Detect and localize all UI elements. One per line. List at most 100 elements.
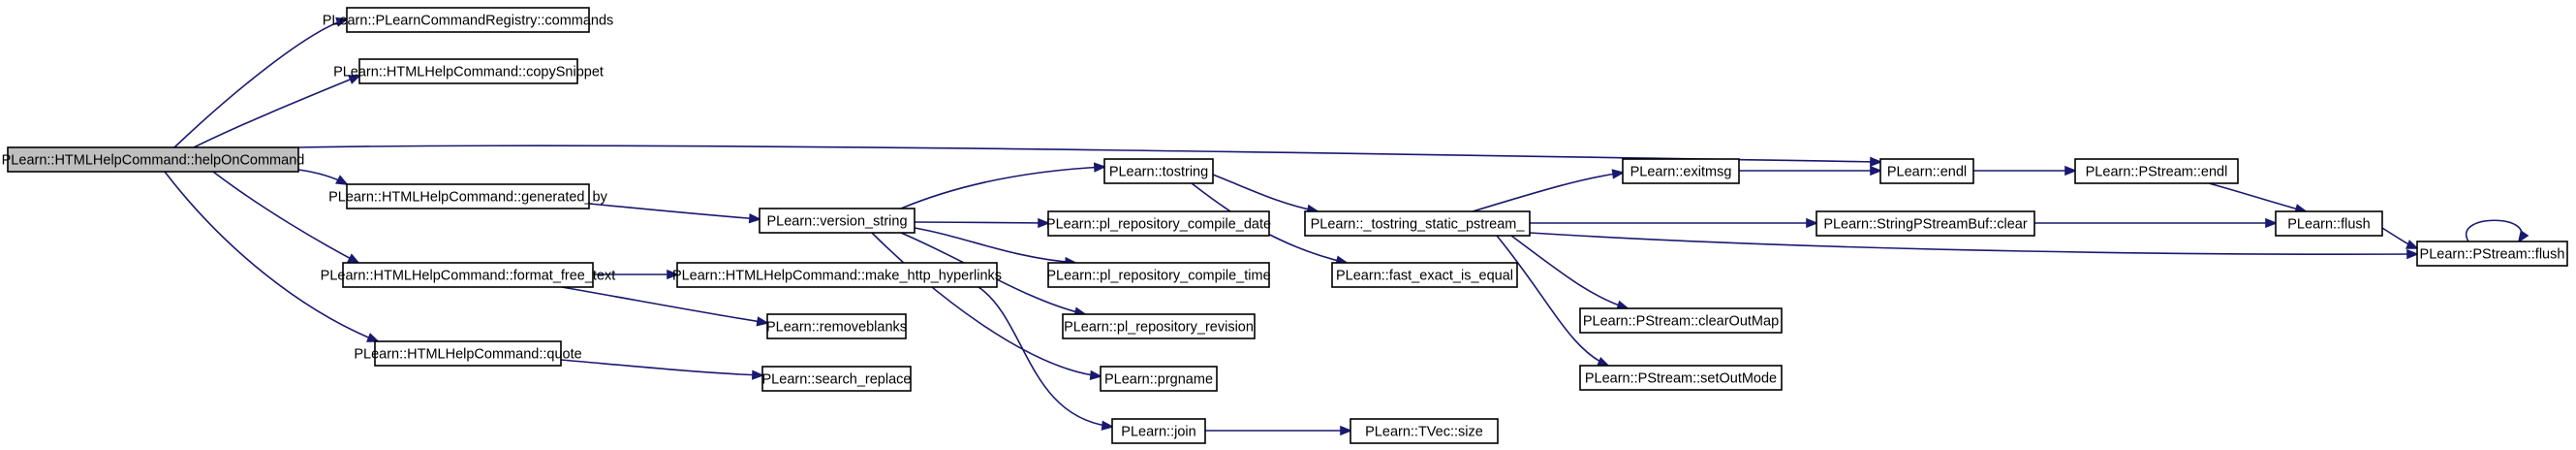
edge-tostring-static-to-spsb-clear <box>1530 217 1819 229</box>
arrowhead-icon <box>366 333 380 342</box>
node-box <box>2074 158 2239 184</box>
node-label: PLearn::HTMLHelpCommand::generated_by <box>328 190 607 206</box>
node-label: PLearn::StringPStreamBuf::clear <box>1823 217 2028 233</box>
node-box <box>1047 262 1270 288</box>
edge-line <box>1496 235 1609 367</box>
edge-line <box>914 227 1076 264</box>
edge-line <box>212 171 359 264</box>
arrowhead-icon <box>335 16 350 27</box>
node-box <box>1350 418 1499 444</box>
arrowhead-icon <box>1089 370 1103 381</box>
node-exitmsg[interactable]: PLearn::exitmsg <box>1622 158 1740 184</box>
edge-join-to-tvec-size <box>1205 425 1353 436</box>
node-pstream-flush[interactable]: PLearn::PStream::flush <box>2416 241 2568 267</box>
node-search-replace[interactable]: PLearn::search_replace <box>761 366 912 392</box>
edge-root-to-format-free-text <box>212 171 360 265</box>
arrowhead-icon <box>752 370 765 380</box>
edge-version-string-to-compile-date <box>914 217 1051 229</box>
edge-line <box>2465 219 2523 242</box>
arrowhead-icon <box>756 316 770 327</box>
node-join[interactable]: PLearn::join <box>1111 418 1206 444</box>
arrowhead-icon <box>335 175 349 186</box>
node-box <box>1103 158 1214 184</box>
node-fast-exact[interactable]: PLearn::fast_exact_is_equal <box>1331 262 1518 288</box>
node-quote[interactable]: PLearn::HTMLHelpCommand::quote <box>354 340 582 367</box>
node-label: PLearn::exitmsg <box>1630 165 1732 180</box>
edge-line <box>1529 232 2418 255</box>
edge-line <box>164 171 379 342</box>
node-prgname[interactable]: PLearn::prgname <box>1100 366 1218 392</box>
node-compile-date[interactable]: PLearn::pl_repository_compile_date <box>1046 210 1271 237</box>
arrowhead-icon <box>2406 248 2420 260</box>
node-compile-time[interactable]: PLearn::pl_repository_compile_time <box>1046 262 1271 288</box>
node-setOutMode[interactable]: PLearn::PStream::setOutMode <box>1579 365 1783 391</box>
node-label: PLearn::HTMLHelpCommand::helpOnCommand <box>2 153 305 169</box>
node-box <box>1304 210 1531 237</box>
node-box <box>1579 307 1783 334</box>
node-label: PLearn::pl_repository_compile_date <box>1046 217 1271 233</box>
node-label: PLearn::search_replace <box>762 372 912 388</box>
node-box <box>374 340 562 367</box>
edge-tostring-static-to-exitmsg <box>1472 169 1626 212</box>
node-label: PLearn::PStream::clearOutMap <box>1583 314 1779 330</box>
node-generated-by[interactable]: PLearn::HTMLHelpCommand::generated_by <box>328 183 608 209</box>
node-pstream-endl[interactable]: PLearn::PStream::endl <box>2074 158 2239 184</box>
node-box <box>1331 262 1518 288</box>
node-version-string[interactable]: PLearn::version_string <box>759 208 916 234</box>
edge-spsb-clear-to-flush <box>2034 217 2279 229</box>
edge-line <box>1510 235 1629 309</box>
edge-line <box>588 203 760 220</box>
node-tvec-size[interactable]: PLearn::TVec::size <box>1350 418 1499 444</box>
node-box <box>1062 313 1256 339</box>
node-make-http[interactable]: PLearn::HTMLHelpCommand::make_http_hyper… <box>672 262 1002 288</box>
node-label: PLearn::tostring <box>1109 165 1208 180</box>
node-label: PLearn::fast_exact_is_equal <box>1336 269 1513 284</box>
node-label: PLearn::version_string <box>766 214 907 230</box>
node-root[interactable]: PLearn::HTMLHelpCommand::helpOnCommand <box>2 146 305 173</box>
edge-line <box>871 232 1102 377</box>
edge-quote-to-search-replace <box>560 359 765 380</box>
arrowhead-icon <box>2517 230 2529 243</box>
node-label: PLearn::_tostring_static_pstream_ <box>1311 217 1526 233</box>
node-label: PLearn::HTMLHelpCommand::make_http_hyper… <box>672 269 1002 284</box>
node-clearOutMap[interactable]: PLearn::PStream::clearOutMap <box>1579 307 1783 334</box>
node-box <box>2416 241 2568 267</box>
edge-format-free-text-to-removeblanks <box>561 286 770 327</box>
node-revision[interactable]: PLearn::pl_repository_revision <box>1062 313 1256 339</box>
node-label: PLearn::endl <box>1887 165 1967 180</box>
node-box <box>1100 366 1218 392</box>
node-flush[interactable]: PLearn::flush <box>2275 210 2383 237</box>
edge-tostring-static-to-setOutMode <box>1496 235 1610 367</box>
node-box <box>2275 210 2383 237</box>
edge-flush-to-pstream-flush <box>2381 227 2420 249</box>
node-format-free-text[interactable]: PLearn::HTMLHelpCommand::format_free_tex… <box>321 262 616 288</box>
node-label: PLearn::PStream::endl <box>2086 165 2228 180</box>
node-box <box>1816 210 2035 237</box>
edge-root-to-copySnippet <box>193 75 361 148</box>
arrowhead-icon <box>1093 162 1107 173</box>
edge-line <box>561 286 768 324</box>
arrowhead-icon <box>347 253 360 265</box>
edge-make-http-to-join <box>978 286 1115 431</box>
node-tostring-static[interactable]: PLearn::_tostring_static_pstream_ <box>1304 210 1531 237</box>
arrowhead-icon <box>667 269 680 280</box>
node-commands[interactable]: PLearn::PLearnCommandRegistry::commands <box>323 7 614 33</box>
edge-version-string-to-prgname <box>871 232 1103 381</box>
arrowhead-icon <box>1597 357 1610 367</box>
arrowhead-icon <box>748 212 762 224</box>
edge-format-free-text-to-make-http <box>592 269 680 280</box>
node-box <box>759 208 916 234</box>
edge-line <box>173 18 348 148</box>
edge-root-to-quote <box>164 171 380 342</box>
edge-line <box>2208 182 2307 212</box>
node-spsb-clear[interactable]: PLearn::StringPStreamBuf::clear <box>1816 210 2035 237</box>
node-box <box>1111 418 1206 444</box>
node-endl[interactable]: PLearn::endl <box>1879 158 1974 184</box>
node-tostring[interactable]: PLearn::tostring <box>1103 158 1214 184</box>
arrowhead-icon <box>1611 169 1626 179</box>
node-box <box>7 146 299 173</box>
node-removeblanks[interactable]: PLearn::removeblanks <box>766 313 907 339</box>
node-copySnippet[interactable]: PLearn::HTMLHelpCommand::copySnippet <box>333 58 604 84</box>
node-box <box>342 262 594 288</box>
node-box <box>1579 365 1783 391</box>
